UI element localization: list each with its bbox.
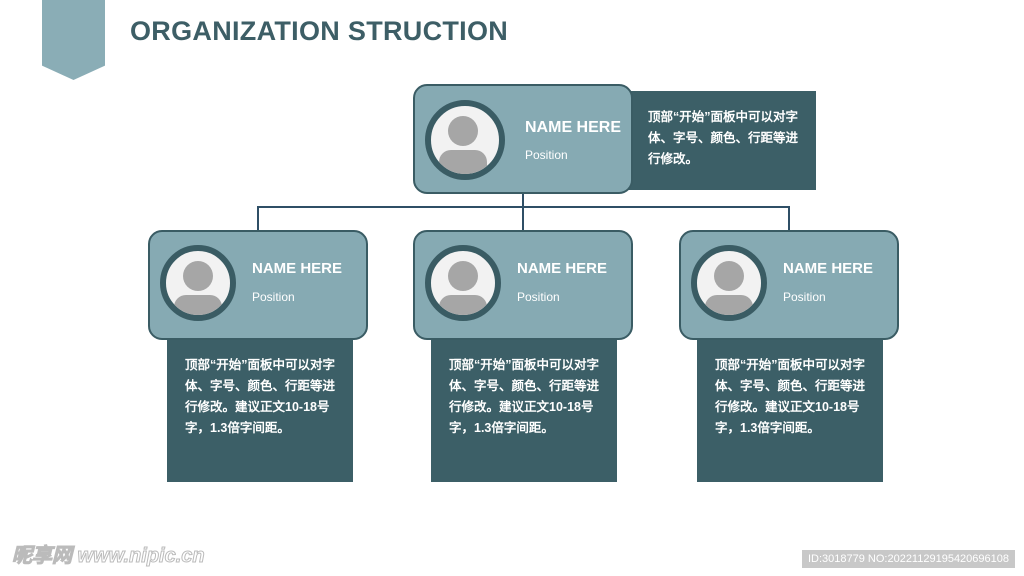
page-title: ORGANIZATION STRUCTION <box>130 16 509 46</box>
avatar-icon <box>425 245 501 321</box>
member-position: Position <box>252 290 295 304</box>
avatar-icon <box>160 245 236 321</box>
connector <box>522 192 524 208</box>
member-description: 顶部“开始”面板中可以对字体、字号、颜色、行距等进行修改。建议正文10-18号字… <box>431 338 617 482</box>
member-description: 顶部“开始”面板中可以对字体、字号、颜色、行距等进行修改。建议正文10-18号字… <box>697 338 883 482</box>
member-name: NAME HERE <box>517 260 608 277</box>
member-card: NAME HERE Position <box>148 230 368 340</box>
connector <box>788 206 790 232</box>
watermark: 昵享网 www.nipic.cn <box>12 545 206 568</box>
member-name: NAME HERE <box>525 119 622 136</box>
member-card: NAME HERE Position <box>413 230 633 340</box>
top-member-card: NAME HERE Position <box>413 84 633 194</box>
member-position: Position <box>783 290 826 304</box>
connector <box>257 206 259 232</box>
connector <box>522 206 524 232</box>
top-description: 顶部“开始”面板中可以对字体、字号、颜色、行距等进行修改。 <box>620 91 816 190</box>
avatar-icon <box>425 100 505 180</box>
member-name: NAME HERE <box>783 260 874 277</box>
member-position: Position <box>525 148 568 162</box>
member-description: 顶部“开始”面板中可以对字体、字号、颜色、行距等进行修改。建议正文10-18号字… <box>167 338 353 482</box>
member-name: NAME HERE <box>252 260 343 277</box>
member-card: NAME HERE Position <box>679 230 899 340</box>
avatar-icon <box>691 245 767 321</box>
title-banner <box>42 0 105 80</box>
image-id-label: ID:3018779 NO:20221129195420696108 <box>801 550 1015 568</box>
member-position: Position <box>517 290 560 304</box>
